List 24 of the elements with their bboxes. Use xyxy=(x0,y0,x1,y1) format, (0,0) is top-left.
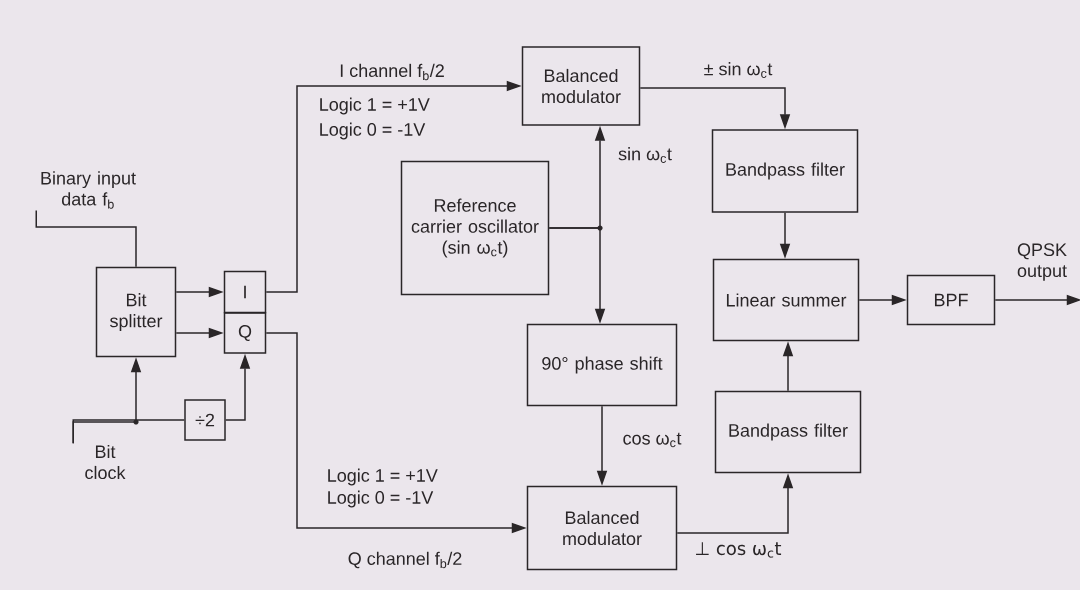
edge-label: Q channel f$_{b}$/2 xyxy=(346,550,464,570)
block-box: Reference carrier oscillator (sin ω$_{c}$t) xyxy=(400,160,550,296)
signal-level-text: Logic 1 = +1V xyxy=(320,97,430,115)
signal-level-text: Logic 0 = -1V xyxy=(328,490,434,508)
block-box: I xyxy=(223,270,267,314)
block-box: 90° phase shift xyxy=(526,323,678,407)
edge-label: cos ω$_{c}$t xyxy=(621,431,683,449)
connector-line xyxy=(35,209,137,268)
block-box: BPF xyxy=(906,274,996,326)
signal-level-text: Logic 0 = -1V xyxy=(320,122,426,140)
block-box: ÷2 xyxy=(184,399,226,441)
connector-line xyxy=(72,419,185,444)
block-box: Bandpass filter xyxy=(714,390,862,474)
signal-level-text: Logic 1 = +1V xyxy=(328,468,438,486)
block-box: Q xyxy=(223,312,267,354)
block-box: Linear summer xyxy=(712,258,860,342)
block-box: Balanced modulator xyxy=(521,46,641,126)
block-box: Balanced modulator xyxy=(526,485,678,571)
block-box: Bit splitter xyxy=(95,266,177,358)
edge-label: I channel f$_{b}$/2 xyxy=(337,62,447,82)
block-box: Bandpass filter xyxy=(711,129,859,213)
clock-label: Bit clock xyxy=(85,444,126,480)
input-label: Binary input data f$_{b}$ xyxy=(41,171,136,209)
output-label: QPSK output xyxy=(1017,243,1067,281)
